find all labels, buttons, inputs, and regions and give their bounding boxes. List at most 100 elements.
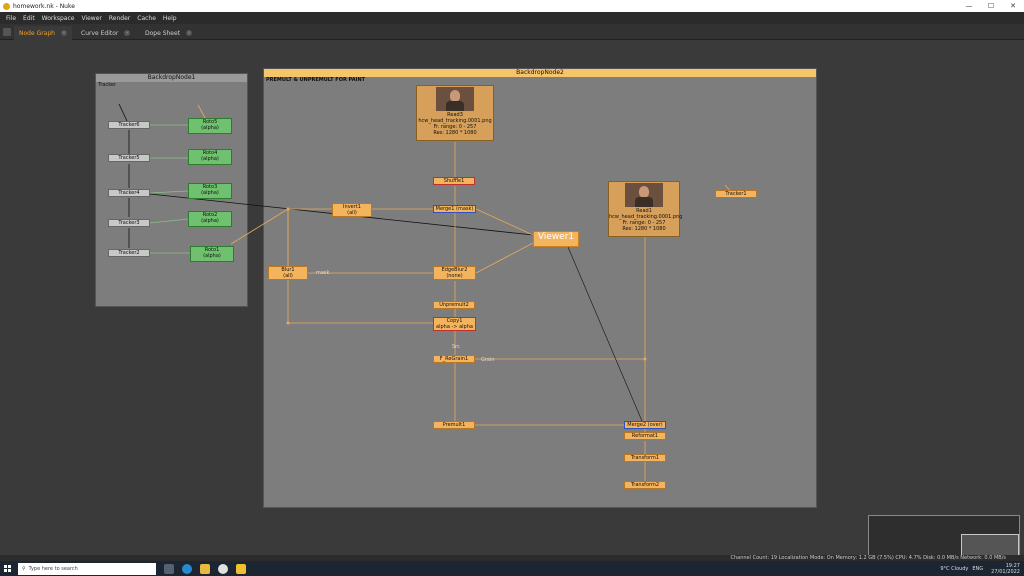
node-edgeblur2[interactable]: EdgeBlur2 (none) bbox=[433, 266, 476, 280]
node-subtitle: (all) bbox=[283, 273, 293, 279]
file-explorer-icon[interactable] bbox=[200, 563, 210, 574]
node-name: EdgeBlur2 bbox=[441, 267, 468, 273]
node-name: Blur1 bbox=[281, 267, 295, 273]
node-name: Roto5 bbox=[202, 119, 218, 125]
node-unpremult2[interactable]: Unpremult2 bbox=[433, 301, 475, 309]
clock-date: 27/01/2022 bbox=[991, 568, 1020, 575]
node-name: Roto2 bbox=[202, 212, 218, 218]
node-tracker2[interactable]: Tracker2 bbox=[108, 249, 150, 257]
window-title: homework.nk - Nuke bbox=[13, 2, 75, 10]
node-invert1[interactable]: Invert1 (all) bbox=[332, 203, 372, 217]
tab-label: Curve Editor bbox=[81, 29, 119, 37]
node-copy1[interactable]: Copy1 alpha -> alpha bbox=[433, 317, 476, 331]
tab-dope-sheet[interactable]: Dope Sheet × bbox=[140, 26, 197, 40]
read-thumbnail bbox=[625, 183, 663, 207]
read-res: Res: 1280 * 1080 bbox=[433, 130, 477, 136]
maximize-button[interactable]: ☐ bbox=[987, 2, 995, 10]
language-indicator[interactable]: ENG bbox=[972, 565, 984, 572]
close-tab-icon[interactable]: × bbox=[124, 30, 131, 36]
node-tracker5[interactable]: Tracker5 bbox=[108, 154, 150, 162]
menu-cache[interactable]: Cache bbox=[137, 14, 156, 22]
node-subtitle: (alpha) bbox=[201, 125, 219, 131]
chrome-icon[interactable] bbox=[218, 563, 228, 574]
node-roto4[interactable]: Roto4 (alpha) bbox=[188, 149, 232, 165]
node-roto2[interactable]: Roto2 (alpha) bbox=[188, 211, 232, 227]
node-tracker4[interactable]: Tracker4 bbox=[108, 189, 150, 197]
read-thumbnail bbox=[436, 87, 474, 111]
windows-logo-icon bbox=[3, 565, 11, 572]
menu-workspace[interactable]: Workspace bbox=[41, 14, 75, 22]
node-transform1[interactable]: Transform1 bbox=[624, 454, 666, 462]
backdrop-label: Tracker bbox=[98, 82, 117, 88]
menu-file[interactable]: File bbox=[6, 14, 17, 22]
close-tab-icon[interactable]: × bbox=[60, 30, 67, 36]
menu-viewer[interactable]: Viewer bbox=[81, 14, 102, 22]
menu-render[interactable]: Render bbox=[108, 14, 131, 22]
search-icon: ⚲ bbox=[22, 565, 26, 572]
weather-text[interactable]: 9°C Cloudy bbox=[940, 565, 969, 572]
task-view-icon[interactable] bbox=[164, 563, 174, 574]
node-name: Read1 bbox=[636, 208, 652, 214]
start-button[interactable] bbox=[0, 561, 14, 576]
read-file: hcw_head_tracking.0001.png bbox=[609, 214, 683, 220]
node-viewer1[interactable]: Viewer1 bbox=[533, 231, 579, 247]
node-graph-canvas[interactable]: BackdropNode1 Tracker BackdropNode2 PREM… bbox=[0, 41, 1024, 555]
node-blur1[interactable]: Blur1 (all) bbox=[268, 266, 308, 280]
status-bar: Channel Count: 19 Localization Mode: On … bbox=[0, 555, 1024, 561]
minimap-viewport[interactable] bbox=[961, 534, 1019, 555]
node-subtitle: (alpha) bbox=[201, 218, 219, 224]
menu-help[interactable]: Help bbox=[162, 14, 177, 22]
nuke-taskbar-icon[interactable] bbox=[236, 563, 246, 574]
node-tracker3[interactable]: Tracker3 bbox=[108, 219, 150, 227]
node-roto5[interactable]: Roto5 (alpha) bbox=[188, 118, 232, 134]
tab-node-graph[interactable]: Node Graph × bbox=[14, 26, 72, 40]
node-name: Roto1 bbox=[204, 247, 220, 253]
node-read3[interactable]: Read3 hcw_head_tracking.0001.png Fr. ran… bbox=[416, 85, 494, 141]
node-subtitle: (alpha) bbox=[203, 253, 221, 259]
minimize-button[interactable]: — bbox=[965, 2, 973, 10]
node-merge2[interactable]: Merge2 (over) bbox=[624, 421, 666, 429]
clock-time: 19:27 bbox=[1005, 562, 1020, 569]
node-premult1[interactable]: Premult1 bbox=[433, 421, 475, 429]
edge-label-src: Src bbox=[452, 344, 460, 350]
clock[interactable]: 19:27 27/01/2022 bbox=[987, 563, 1020, 575]
menu-edit[interactable]: Edit bbox=[23, 14, 35, 22]
node-subtitle: alpha -> alpha bbox=[436, 324, 473, 330]
window-controls: — ☐ ✕ bbox=[958, 0, 1024, 12]
node-read1[interactable]: Read1 hcw_head_tracking.0001.png Fr. ran… bbox=[608, 181, 683, 237]
tab-curve-editor[interactable]: Curve Editor × bbox=[76, 26, 135, 40]
node-transform2[interactable]: Transform2 bbox=[624, 481, 666, 489]
read-range: Fr. range: 0 - 257 bbox=[622, 220, 666, 226]
node-tracker1[interactable]: Tracker1 bbox=[715, 190, 757, 198]
node-subtitle: (all) bbox=[347, 210, 357, 216]
node-shuffle1[interactable]: Shuffle1 bbox=[433, 177, 475, 185]
panel-menu-icon[interactable] bbox=[3, 28, 11, 36]
node-reformat1[interactable]: Reformat1 bbox=[624, 432, 666, 440]
panel-tab-bar: Node Graph × Curve Editor × Dope Sheet × bbox=[0, 24, 1024, 40]
close-tab-icon[interactable]: × bbox=[186, 30, 193, 36]
node-name: Roto3 bbox=[202, 184, 218, 190]
taskbar-search-input[interactable]: ⚲ Type here to search bbox=[18, 562, 156, 575]
edge-label-grain: Grain bbox=[481, 357, 495, 363]
search-placeholder: Type here to search bbox=[28, 565, 78, 572]
node-tracker6[interactable]: Tracker6 bbox=[108, 121, 150, 129]
node-name: Roto4 bbox=[202, 150, 218, 156]
backdrop-node-2[interactable]: BackdropNode2 PREMULT & UNPREMULT FOR PA… bbox=[263, 68, 817, 508]
edge-browser-icon[interactable] bbox=[182, 563, 192, 574]
read-range: Fr. range: 0 - 257 bbox=[433, 124, 477, 130]
node-subtitle: (alpha) bbox=[201, 190, 219, 196]
read-res: Res: 1280 * 1080 bbox=[622, 226, 666, 232]
backdrop-title: BackdropNode1 bbox=[96, 74, 247, 82]
node-fregrain1[interactable]: F_ReGrain1 bbox=[433, 355, 475, 363]
backdrop-label: PREMULT & UNPREMULT FOR PAINT bbox=[266, 77, 366, 83]
system-tray: 9°C Cloudy ENG 19:27 27/01/2022 bbox=[936, 561, 1020, 576]
node-roto3[interactable]: Roto3 (alpha) bbox=[188, 183, 232, 199]
node-roto1[interactable]: Roto1 (alpha) bbox=[190, 246, 234, 262]
tab-label: Node Graph bbox=[19, 29, 55, 37]
read-file: hcw_head_tracking.0001.png bbox=[418, 118, 492, 124]
node-connections bbox=[118, 103, 734, 481]
backdrop-title: BackdropNode2 bbox=[264, 69, 816, 77]
node-merge1[interactable]: Merge1 (mask) bbox=[433, 205, 476, 213]
close-button[interactable]: ✕ bbox=[1010, 2, 1016, 10]
node-graph-minimap[interactable] bbox=[868, 515, 1020, 555]
